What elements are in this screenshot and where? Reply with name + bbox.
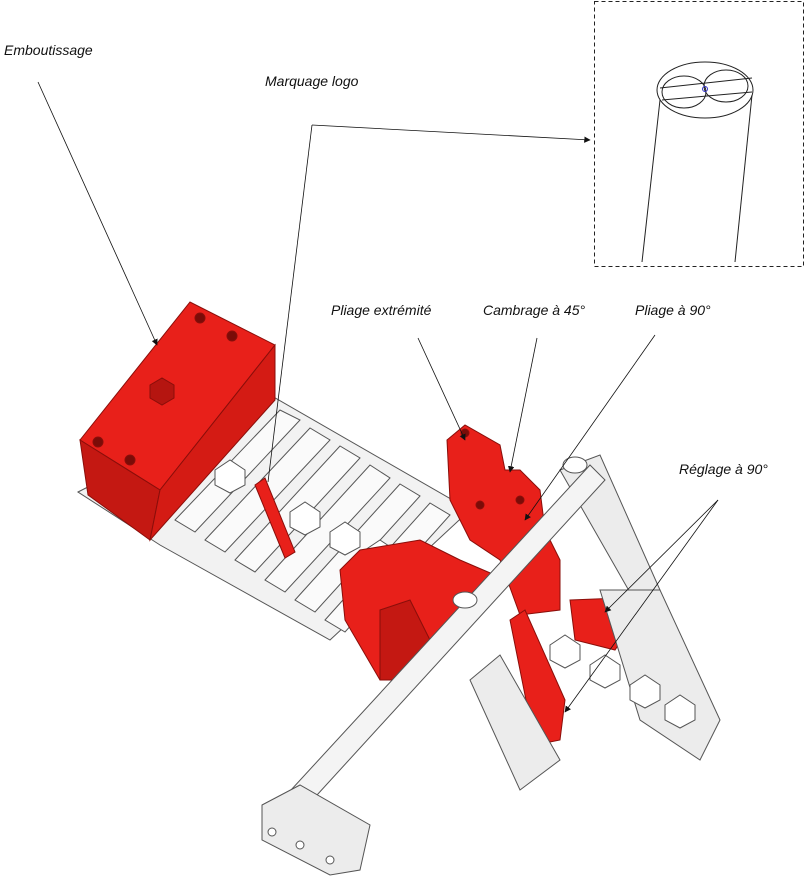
pliage-blocks [339,424,636,746]
arrow-emboutissage [37,81,158,346]
label-reglage-90: Réglage à 90° [679,461,768,477]
inset-detail-box [594,1,804,267]
emboutissage-block [79,301,276,542]
leader-lines [37,81,719,713]
marquage-pin [254,477,296,559]
arrow-marquage-inset [311,124,591,143]
arrow-reglage-1 [604,499,719,613]
arrow-reglage-2 [564,499,719,713]
label-cambrage-45: Cambrage à 45° [483,302,586,318]
label-emboutissage: Emboutissage [4,42,93,58]
arrow-pliage-90 [524,334,656,521]
label-pliage-extremite: Pliage extrémité [331,302,432,318]
label-marquage-logo: Marquage logo [265,73,359,89]
frame [261,454,721,876]
arrow-marquage-pin [267,124,313,483]
arrow-cambrage [508,337,538,473]
label-pliage-90: Pliage à 90° [635,302,711,318]
arrow-pliage-extremite [417,337,466,441]
